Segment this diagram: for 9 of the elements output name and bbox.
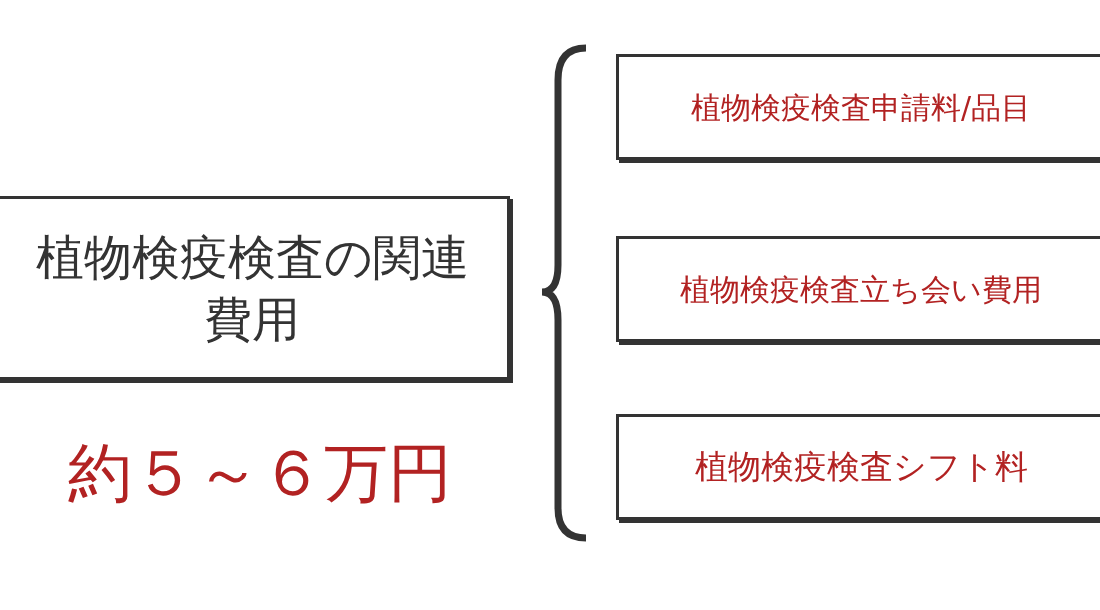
text-box — [616, 54, 1100, 160]
text-box — [0, 196, 510, 380]
box-text: 植物検疫検査申請料/品目 — [690, 88, 1032, 127]
box-text: 植物検疫検査の関連費用 — [34, 227, 470, 349]
price-text: 約５～６万円 — [67, 435, 453, 512]
text-box — [616, 414, 1100, 520]
box-text: 植物検疫検査シフト料 — [694, 445, 1028, 488]
text-box — [616, 236, 1100, 342]
box-text: 植物検疫検査立ち会い費用 — [680, 270, 1042, 309]
